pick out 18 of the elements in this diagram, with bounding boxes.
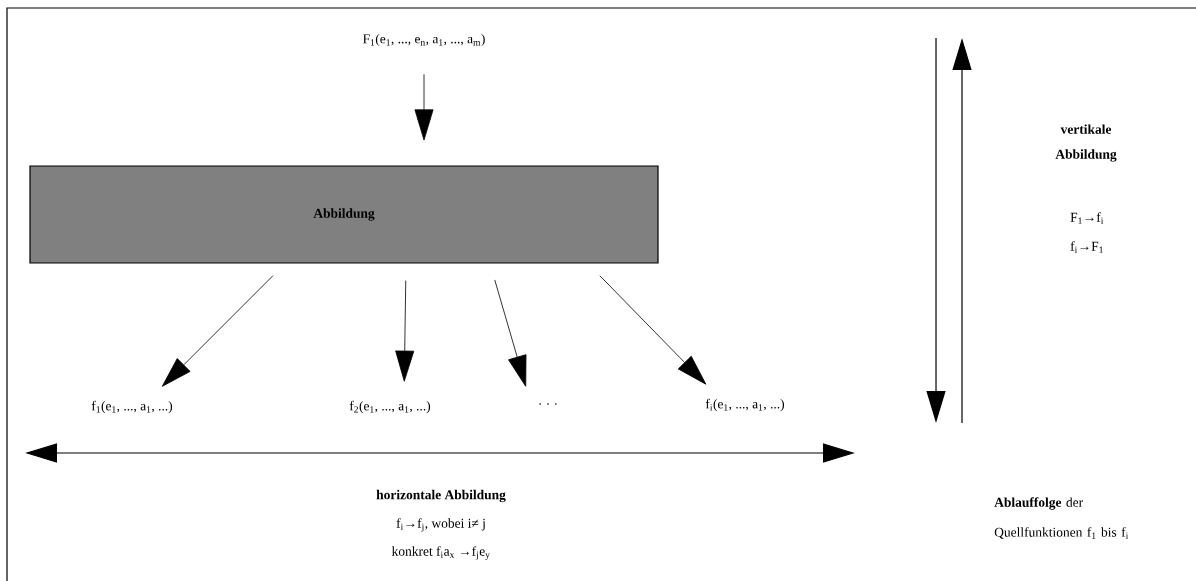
- function-label: . . .: [539, 403, 557, 405]
- note: Ablauffolge der Quellfunktionen f$_{1}$ bis f$_{i}$: [994, 497, 1129, 539]
- function-label: f$_{2}$(e$_{1}$, ..., a$_{1}$, ...): [349, 400, 431, 414]
- function-label: f$_{1}$(e$_{1}$, ..., a$_{1}$, ...): [91, 400, 173, 414]
- note: F$_{1}$→f$_{i}$: [1070, 212, 1104, 224]
- arrow: [599, 275, 707, 385]
- note: f$_{i}$→F$_{1}$: [1070, 241, 1103, 253]
- note: f$_{i}$→f$_{j}$, wobei i≠ j: [396, 518, 485, 532]
- note: konkret f$_{i}$a$_{x}$ →f$_{j}$e$_{y}$: [391, 546, 490, 560]
- function-label: F$_{1}$(e$_{1}$, ..., e$_{n}$, a$_{1}$, ..., a$_{m}$): [363, 33, 485, 47]
- arrow: [161, 275, 274, 387]
- arrow: [414, 73, 434, 141]
- function-label: f$_{i}$(e$_{1}$, ..., a$_{1}$, ...): [705, 398, 785, 412]
- heading: horizontale Abbildung: [376, 489, 506, 503]
- process-box: Abbildung: [29, 165, 659, 264]
- arrow: [395, 280, 415, 382]
- arrow: [494, 279, 527, 387]
- heading: vertikale Abbildung: [1055, 124, 1117, 162]
